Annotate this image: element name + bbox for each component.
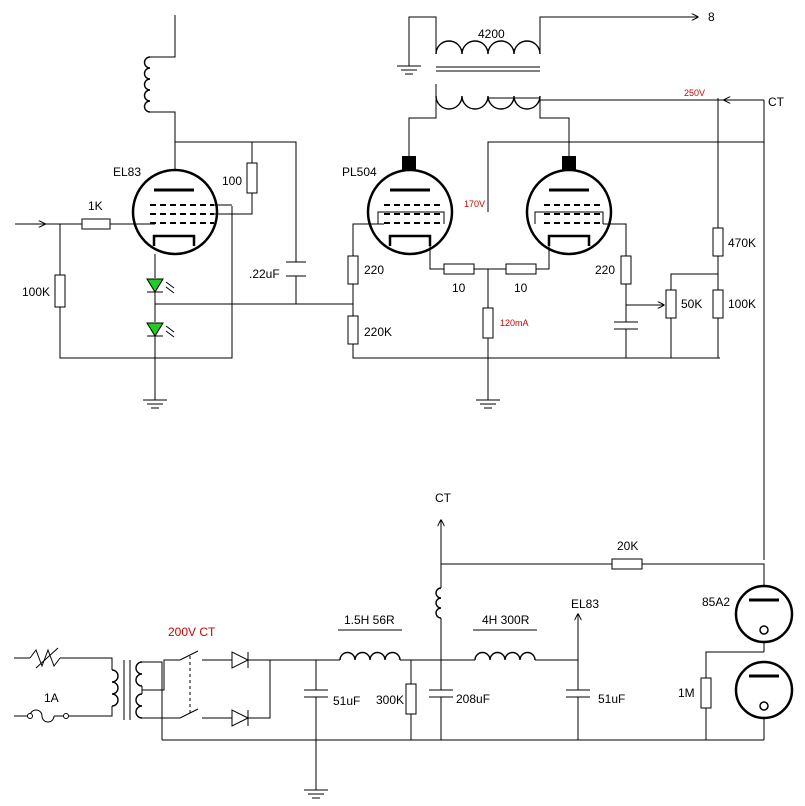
inductor-ct [435,587,442,619]
label-022uf: .22uF [249,267,280,281]
resistor-100k-right [712,289,724,319]
resistor-220-right [620,255,632,285]
cap-208uf [429,689,453,698]
resistor-cathode-common [482,307,494,339]
resistor-10-left [443,263,475,275]
diode-lower [231,709,250,727]
label-4h: 4H 300R [482,613,530,627]
transformer-secondary [435,40,541,55]
power-transformer-core [123,660,131,720]
inductor-el83-plate [143,56,151,113]
label-el83-supply: EL83 [571,597,599,611]
power-transformer-primary [111,669,119,707]
plate-wire [174,141,297,262]
left-anode-wire [408,84,437,156]
pl504-output-stage: PL504 170V 220 220K 10 [342,84,764,409]
resistor-220-left [347,255,359,285]
label-el83-tube: EL83 [113,165,141,179]
resistor-300k [405,683,417,715]
label-300k: 300K [376,693,404,707]
thermistor [29,648,61,668]
output-8-arrow [539,17,698,54]
led-upper-rays [165,281,175,294]
label-85a2: 85A2 [702,595,730,609]
label-51uf-a: 51uF [333,694,360,708]
label-1-5h: 1.5H 56R [344,613,395,627]
label-10-left: 10 [452,281,466,295]
label-50k: 50K [681,297,702,311]
label-120ma: 120mA [500,318,529,328]
el83-tube [131,168,219,256]
ground-symbol-ot [397,65,421,75]
label-fuse-1a: 1A [44,691,59,705]
choke-1-5h [339,651,401,661]
label-470k: 470K [728,236,756,250]
label-10-right: 10 [514,281,528,295]
label-100k-left: 100K [22,285,50,299]
led-upper [146,278,164,293]
label-220-right: 220 [595,263,615,277]
resistor-10-right [505,263,537,275]
label-100k-right: 100K [728,297,756,311]
label-220k: 220K [364,325,392,339]
resistor-470k [712,227,724,257]
cap-022uf [286,261,306,277]
label-170v: 170V [464,199,485,209]
ground-symbol-pl504 [476,399,500,409]
transformer-core [436,66,540,72]
label-1k: 1K [88,199,103,213]
resistor-1m [700,677,712,709]
resistor-220k [347,315,359,345]
label-208uf: 208uF [456,692,490,706]
cap-bias [614,321,638,330]
led-lower [146,322,164,337]
label-51uf-b: 51uF [598,692,625,706]
el83-cathode [152,234,196,246]
resistor-100k-grid [54,274,66,308]
label-220-left: 220 [364,263,384,277]
label-4200: 4200 [478,27,505,41]
switch-lower [179,708,199,719]
resistor-20k [611,558,643,570]
ground-return-wire [59,206,233,359]
label-20k: 20K [617,539,638,553]
label-ct-ps: CT [435,491,452,505]
label-out-8: 8 [708,10,715,24]
power-supply: 1A 200V CT 51uF 1.5H 56R [14,491,794,799]
choke-4h [474,651,536,661]
diode-upper [231,651,250,669]
label-1m: 1M [678,686,695,700]
output-transformer: 4200 8 250V CT [397,10,785,560]
label-200v-ct: 200V CT [168,625,216,639]
el83-driver-stage: 1K 100K EL83 100 .22uF [15,15,353,409]
resistor-1k [81,218,111,230]
power-transformer-secondary-top [135,661,143,687]
label-pl504: PL504 [342,165,377,179]
bias-return-wire [352,344,720,359]
label-100-top: 100 [222,174,242,188]
ground-symbol-ps [304,789,328,799]
led-lower-rays [165,325,175,338]
resistor-100 [246,162,258,194]
cap-51uf-second [566,689,590,698]
screen-supply-wire [487,141,764,212]
cap-51uf-first [304,689,328,698]
label-ct-top: CT [768,95,785,109]
switch-upper [179,650,199,661]
potentiometer-50k [665,289,677,319]
label-250v: 250V [684,88,705,98]
right-anode-wire [539,100,570,156]
ground-symbol-el83 [143,399,167,409]
fuse-1a [29,709,55,723]
